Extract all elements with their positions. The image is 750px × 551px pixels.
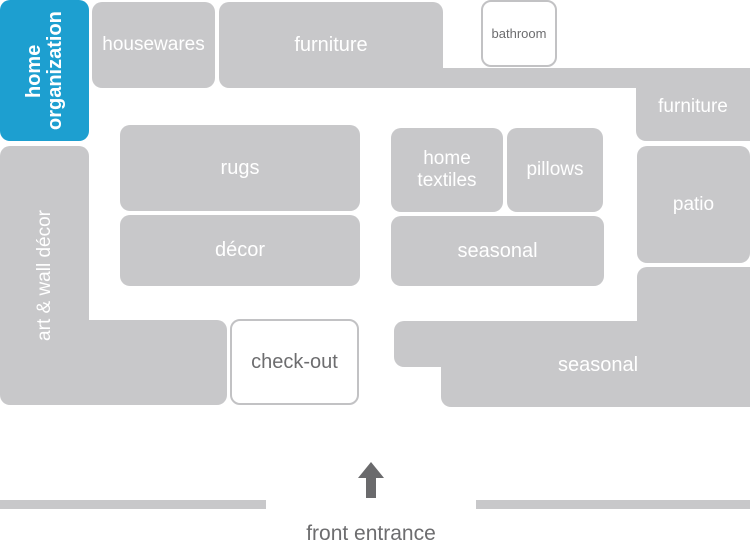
zone-furniture-top[interactable]: furniture (219, 2, 443, 88)
zone-check-out[interactable]: check-out (230, 319, 359, 405)
zone-housewares[interactable]: housewares (92, 2, 215, 88)
zone-label-home-textiles: home textiles (417, 148, 477, 191)
zone-furniture-right[interactable]: furniture (636, 68, 750, 141)
zone-label-rugs: rugs (220, 156, 260, 179)
zone-label-bathroom: bathroom (491, 26, 547, 41)
zone-label-pillows: pillows (526, 159, 584, 180)
zone-label-check-out: check-out (251, 350, 338, 373)
front-wall-left (0, 500, 266, 509)
zone-label-seasonal-center: seasonal (457, 239, 538, 262)
zone-art-wall-decor-extension (60, 320, 227, 405)
zone-label-housewares: housewares (102, 34, 205, 55)
zone-home-organization[interactable]: home organization (0, 0, 89, 141)
zone-patio[interactable]: patio (637, 146, 750, 263)
zone-label-furniture-top: furniture (294, 33, 368, 56)
zone-pillows[interactable]: pillows (507, 128, 603, 212)
front-wall-right (476, 500, 750, 509)
zone-rugs[interactable]: rugs (120, 125, 360, 211)
arrow-up-icon (358, 462, 384, 498)
zone-label-seasonal-bottom: seasonal (557, 353, 639, 376)
zone-label-furniture-right: furniture (658, 95, 728, 117)
zone-seasonal-center[interactable]: seasonal (391, 216, 604, 286)
zone-seasonal-bottom[interactable]: seasonal (441, 321, 750, 407)
zone-bathroom[interactable]: bathroom (481, 0, 557, 67)
front-entrance-label: front entrance (306, 522, 436, 545)
zone-home-textiles[interactable]: home textiles (391, 128, 503, 212)
zone-label-art-wall-decor: art & wall décor (33, 210, 55, 341)
zone-label-decor: décor (214, 239, 266, 261)
zone-label-home-organization: home organization (22, 11, 66, 130)
zone-label-patio: patio (672, 193, 715, 215)
zone-decor[interactable]: décor (120, 215, 360, 286)
